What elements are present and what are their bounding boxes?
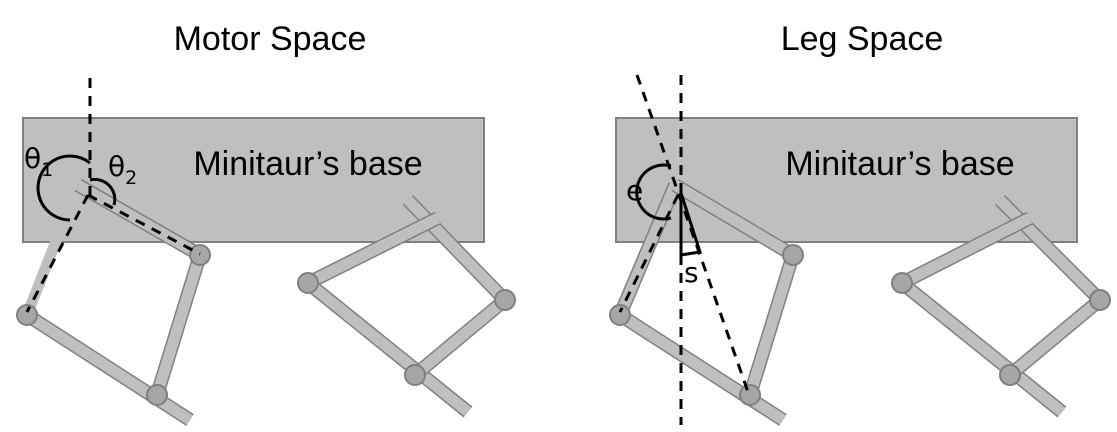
right-lower-link-2-fill	[411, 295, 509, 380]
motor-space-title: Motor Space	[174, 20, 367, 58]
theta1-label: θ1	[24, 142, 53, 181]
foot-joint	[146, 384, 168, 406]
right-knee-joint-2	[1089, 289, 1111, 311]
knee-joint-1	[609, 304, 631, 326]
right-leg	[891, 195, 1111, 418]
right-upper-link-2-fill	[899, 213, 1033, 288]
motor-2-line	[87, 193, 201, 256]
theta2-arc	[89, 177, 117, 206]
right-foot-joint	[404, 364, 426, 386]
right-leg	[297, 195, 516, 418]
theta2-symbol: θ	[108, 150, 125, 183]
s-label: s	[684, 256, 699, 289]
right-lower-link-2-fill	[1006, 295, 1104, 380]
right-upper-link-1-fill	[996, 196, 1104, 304]
right-lower-link-1-fill	[304, 278, 472, 417]
motor-space-panel: Motor Space Minitaur’s base θ1 θ2	[16, 20, 516, 426]
right-upper-link-2-fill	[305, 213, 441, 288]
s-wedge	[679, 192, 702, 257]
e-label: e	[626, 174, 643, 207]
upper-link-2-fill	[75, 180, 203, 260]
right-knee-joint-2	[494, 289, 516, 311]
minitaur-base	[615, 117, 1078, 243]
motor-line	[618, 194, 680, 313]
right-lower-link-1-fill	[898, 278, 1066, 417]
e-arc	[635, 163, 672, 221]
motor-1-line	[25, 194, 90, 313]
base-label: Minitaur’s base	[193, 145, 422, 183]
lower-link-2-fill	[744, 253, 799, 397]
knee-joint-1	[16, 304, 38, 326]
left-leg	[609, 178, 804, 426]
right-knee-joint-1	[891, 272, 913, 294]
base-label: Minitaur’s base	[785, 145, 1014, 183]
knee-joint-2	[189, 244, 211, 266]
right-upper-link-1-fill	[404, 196, 509, 304]
upper-link-2-fill	[672, 180, 796, 260]
knee-joint-2	[782, 244, 804, 266]
theta1-symbol: θ	[24, 142, 41, 175]
theta1-arc	[36, 154, 91, 222]
theta1-subscript: 1	[41, 159, 53, 181]
theta2-subscript: 2	[125, 167, 137, 189]
theta2-label: θ2	[108, 150, 137, 189]
right-knee-joint-1	[297, 272, 319, 294]
leg-space-title: Leg Space	[781, 20, 944, 58]
leg-space-panel: Leg Space Minitaur’s base e s	[609, 20, 1111, 426]
right-foot-joint	[999, 364, 1021, 386]
lower-link-2-fill	[151, 253, 206, 397]
foot-joint	[739, 384, 761, 406]
